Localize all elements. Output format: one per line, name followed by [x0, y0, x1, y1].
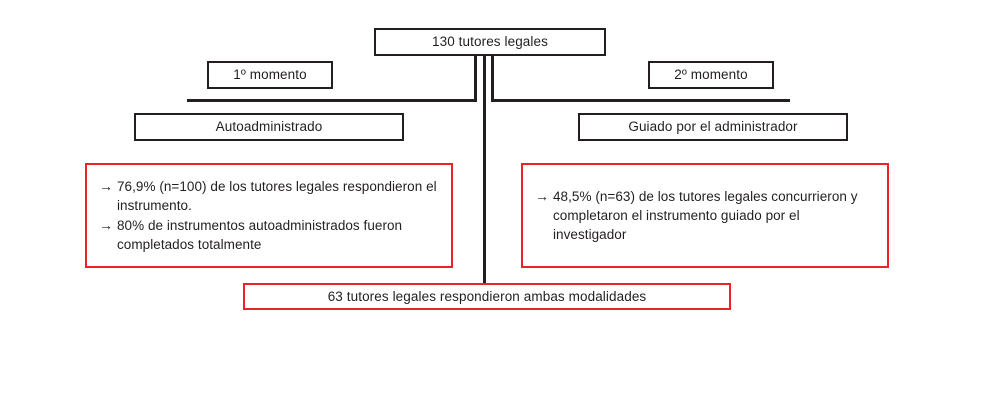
node-total-guardians-label: 130 tutores legales — [432, 34, 548, 50]
node-moment-2: 2º momento — [648, 61, 774, 89]
bullet-item: → 48,5% (n=63) de los tutores legales co… — [535, 187, 873, 244]
bullet-text: 80% de instrumentos autoadministrados fu… — [117, 217, 403, 252]
node-moment-1-label: 1º momento — [233, 67, 307, 83]
bullet-item: → 80% de instrumentos autoadministrados … — [99, 216, 437, 254]
node-total-guardians: 130 tutores legales — [374, 28, 606, 56]
node-both-modalities: 63 tutores legales respondieron ambas mo… — [243, 283, 731, 310]
arrow-bullet-icon: → — [99, 216, 113, 233]
connector-drop-left — [474, 56, 477, 102]
connector-drop-right — [491, 56, 494, 102]
node-moment-1: 1º momento — [207, 61, 333, 89]
bullet-text: 76,9% (n=100) de los tutores legales res… — [117, 178, 437, 213]
node-mode-guided: Guiado por el administrador — [578, 113, 848, 141]
results-panel-guided: → 48,5% (n=63) de los tutores legales co… — [521, 163, 889, 268]
connector-rail-left — [187, 99, 477, 102]
results-panel-self-administered: → 76,9% (n=100) de los tutores legales r… — [85, 163, 453, 268]
connector-center-spine — [483, 56, 486, 284]
bullet-text: 48,5% (n=63) de los tutores legales conc… — [553, 188, 858, 242]
node-both-modalities-label: 63 tutores legales respondieron ambas mo… — [327, 288, 647, 304]
arrow-bullet-icon: → — [535, 187, 549, 204]
node-mode-self-administered-label: Autoadministrado — [215, 119, 323, 135]
arrow-bullet-icon: → — [99, 177, 113, 194]
bullet-item: → 76,9% (n=100) de los tutores legales r… — [99, 177, 437, 215]
node-mode-self-administered: Autoadministrado — [134, 113, 404, 141]
node-moment-2-label: 2º momento — [674, 67, 748, 83]
figure-caption-area: FIGURA 1. Esquema del diseño del estudio — [0, 322, 981, 412]
node-mode-guided-label: Guiado por el administrador — [628, 119, 798, 135]
connector-rail-right — [491, 99, 790, 102]
